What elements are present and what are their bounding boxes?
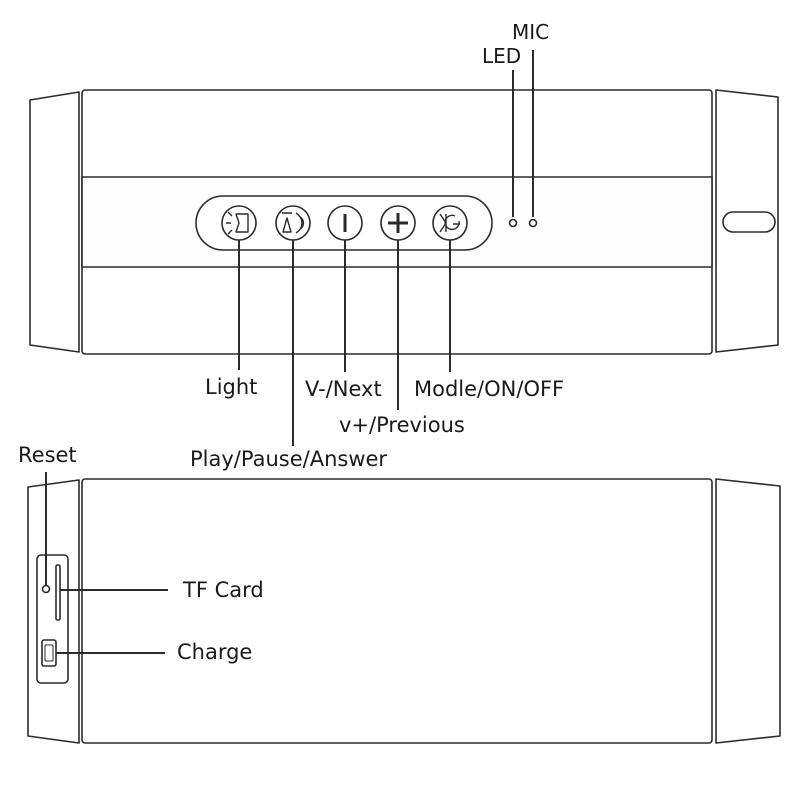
label-volume-up-previous: v+/Previous — [339, 413, 465, 437]
label-charge: Charge — [177, 640, 253, 664]
side-speaker-body — [81, 478, 713, 744]
label-light: Light — [205, 375, 258, 399]
side-speaker-view — [27, 478, 781, 744]
label-tf-card: TF Card — [183, 578, 264, 602]
reset-hole[interactable] — [41, 584, 51, 594]
label-reset: Reset — [18, 443, 77, 467]
top-speaker-view — [29, 89, 779, 355]
tf-card-slot[interactable] — [55, 564, 61, 621]
label-mode-on-off: Modle/ON/OFF — [414, 377, 565, 401]
led-indicator — [508, 218, 518, 228]
light-button[interactable] — [221, 205, 257, 241]
play-phone-icon — [282, 212, 305, 234]
side-right-end-cap — [715, 478, 781, 744]
label-led: LED — [482, 44, 522, 68]
leader-lines — [45, 50, 534, 654]
play-pause-button[interactable] — [275, 205, 311, 241]
mode-power-icon — [439, 213, 460, 233]
label-volume-down-next: V-/Next — [305, 377, 382, 401]
volume-down-button[interactable] — [327, 205, 363, 241]
label-play-pause-answer: Play/Pause/Answer — [190, 447, 388, 471]
top-left-end-cap — [29, 91, 80, 353]
usb-port-inner — [44, 644, 54, 662]
plus-icon — [388, 213, 408, 233]
mode-power-button[interactable] — [432, 205, 468, 241]
lamp-icon — [226, 211, 249, 235]
mic-hole — [528, 218, 538, 228]
volume-up-button[interactable] — [380, 205, 416, 241]
label-mic: MIC — [512, 20, 550, 44]
strap-slot — [722, 211, 776, 233]
